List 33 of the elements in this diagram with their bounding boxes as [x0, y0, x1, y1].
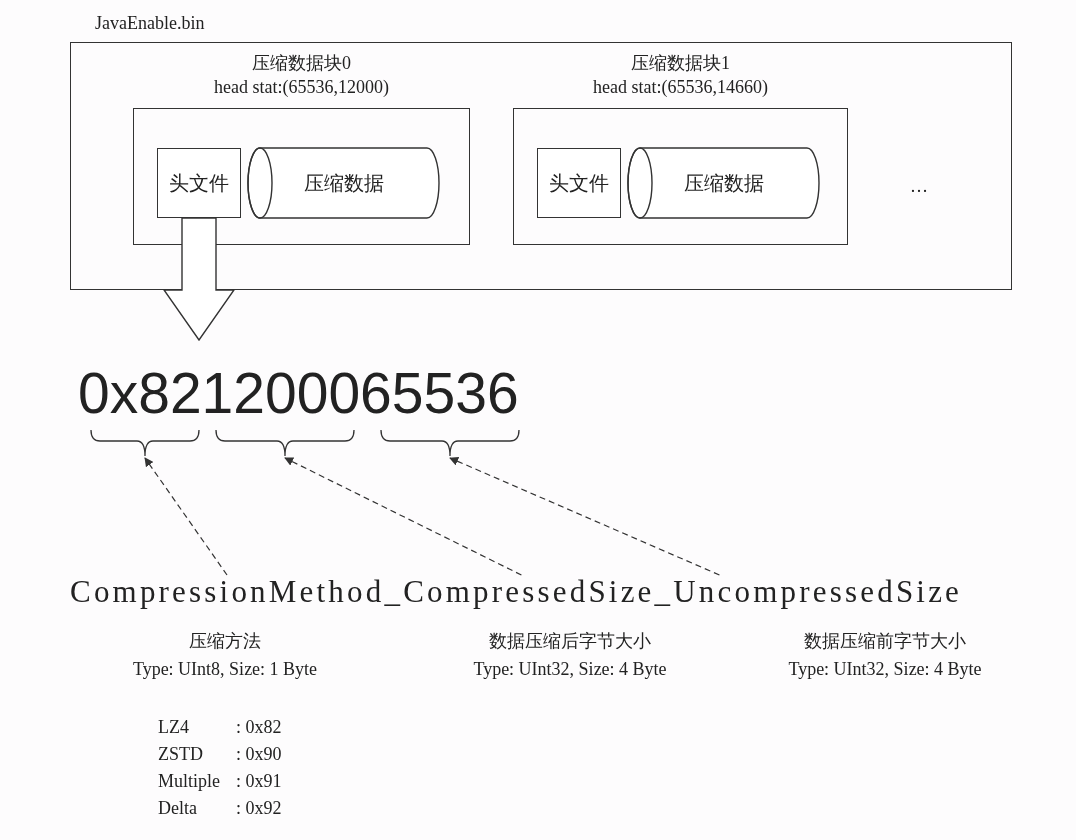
- field-format-text: CompressionMethod_CompressedSize_UncompressedSize: [70, 575, 963, 609]
- header-file-box: 头文件: [537, 148, 621, 218]
- method-code: : 0x90: [236, 743, 282, 765]
- header-file-box: 头文件: [157, 148, 241, 218]
- method-code: : 0x91: [236, 770, 282, 792]
- leader-line: [449, 457, 721, 576]
- data-cylinder: 压缩数据: [627, 147, 820, 219]
- data-cylinder: 压缩数据: [247, 147, 440, 219]
- field-name: 数据压缩后字节大小: [489, 630, 651, 652]
- field-name: 压缩方法: [189, 630, 261, 652]
- type-size-text: Type: UInt32, Size: 4 Byte: [788, 658, 982, 680]
- head-stat-text: head stat:(65536,12000): [214, 76, 389, 98]
- hex-value: 0x821200065536: [78, 340, 519, 425]
- curly-brace: [380, 428, 520, 458]
- method-name: ZSTD: [158, 743, 203, 765]
- method-code: : 0x92: [236, 797, 282, 819]
- block-arrow: [162, 217, 236, 342]
- field-name: 数据压缩前字节大小: [804, 630, 966, 652]
- curly-brace: [215, 428, 355, 458]
- block-title: 压缩数据块0: [252, 52, 351, 74]
- method-name: Multiple: [158, 770, 220, 792]
- curly-brace: [90, 428, 200, 458]
- file-name: JavaEnable.bin: [95, 12, 205, 34]
- method-name: LZ4: [158, 716, 189, 738]
- ellipsis-text: …: [910, 175, 928, 197]
- method-code: : 0x82: [236, 716, 282, 738]
- leader-line: [284, 457, 522, 576]
- type-size-text: Type: UInt8, Size: 1 Byte: [132, 658, 318, 680]
- type-size-text: Type: UInt32, Size: 4 Byte: [473, 658, 667, 680]
- head-stat-text: head stat:(65536,14660): [593, 76, 768, 98]
- block-title: 压缩数据块1: [631, 52, 730, 74]
- method-name: Delta: [158, 797, 197, 819]
- leader-line: [144, 457, 228, 576]
